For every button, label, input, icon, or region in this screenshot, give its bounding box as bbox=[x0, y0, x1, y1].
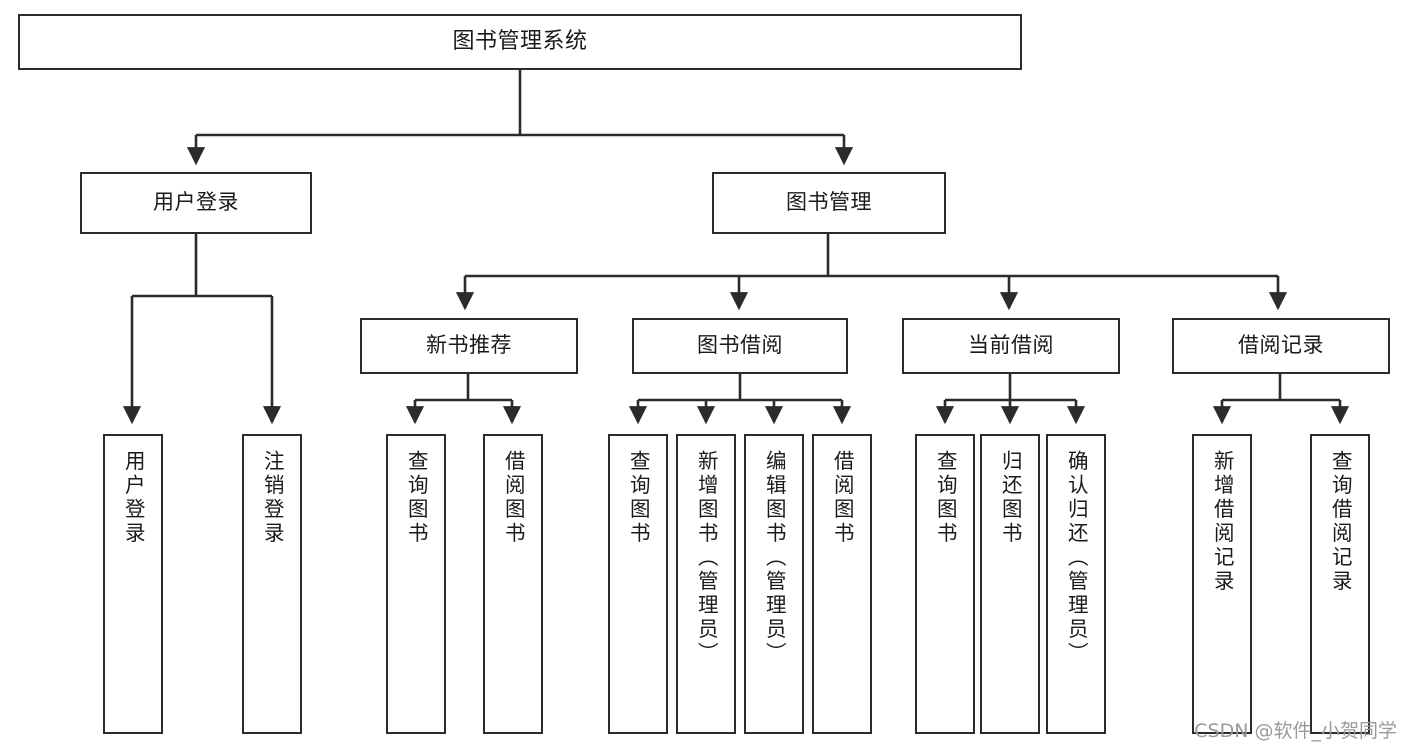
leaf-borrow-record-add-record[interactable]: 新增借阅记录 bbox=[1192, 434, 1252, 734]
node-label: 查询图书 bbox=[404, 450, 429, 546]
node-label: 借阅记录 bbox=[1238, 333, 1324, 358]
leaf-user-login-logout[interactable]: 注销登录 bbox=[242, 434, 302, 734]
node-current-borrow[interactable]: 当前借阅 bbox=[902, 318, 1120, 374]
node-label: 图书借阅 bbox=[697, 333, 783, 358]
node-label: 查询借阅记录 bbox=[1328, 450, 1353, 594]
node-root-book-management-system[interactable]: 图书管理系统 bbox=[18, 14, 1022, 70]
node-label: 确认归还（管理员） bbox=[1064, 450, 1089, 666]
node-label: 新增借阅记录 bbox=[1210, 450, 1235, 594]
node-label: 查询图书 bbox=[626, 450, 651, 546]
leaf-book-borrow-borrow-book[interactable]: 借阅图书 bbox=[812, 434, 872, 734]
node-label: 借阅图书 bbox=[830, 450, 855, 546]
node-label: 新增图书（管理员） bbox=[694, 450, 719, 666]
node-label: 图书管理系统 bbox=[452, 29, 588, 55]
leaf-book-borrow-query-book[interactable]: 查询图书 bbox=[608, 434, 668, 734]
leaf-current-borrow-confirm-return-admin[interactable]: 确认归还（管理员） bbox=[1046, 434, 1106, 734]
leaf-new-book-query-book[interactable]: 查询图书 bbox=[386, 434, 446, 734]
leaf-user-login-login[interactable]: 用户登录 bbox=[103, 434, 163, 734]
leaf-new-book-borrow-book[interactable]: 借阅图书 bbox=[483, 434, 543, 734]
leaf-current-borrow-query-book[interactable]: 查询图书 bbox=[915, 434, 975, 734]
node-book-management[interactable]: 图书管理 bbox=[712, 172, 946, 234]
node-label: 用户登录 bbox=[121, 450, 146, 546]
csdn-watermark: CSDN @软件_小贺同学 bbox=[1194, 720, 1397, 742]
leaf-borrow-record-query-record[interactable]: 查询借阅记录 bbox=[1310, 434, 1370, 734]
node-label: 借阅图书 bbox=[501, 450, 526, 546]
node-label: 注销登录 bbox=[260, 450, 285, 546]
node-label: 用户登录 bbox=[153, 190, 239, 215]
node-book-borrow[interactable]: 图书借阅 bbox=[632, 318, 848, 374]
node-label: 新书推荐 bbox=[426, 333, 512, 358]
node-label: 图书管理 bbox=[786, 190, 872, 215]
node-borrow-record[interactable]: 借阅记录 bbox=[1172, 318, 1390, 374]
node-new-book-recommend[interactable]: 新书推荐 bbox=[360, 318, 578, 374]
node-label: 当前借阅 bbox=[968, 333, 1054, 358]
leaf-book-borrow-edit-book-admin[interactable]: 编辑图书（管理员） bbox=[744, 434, 804, 734]
leaf-book-borrow-add-book-admin[interactable]: 新增图书（管理员） bbox=[676, 434, 736, 734]
node-label: 查询图书 bbox=[933, 450, 958, 546]
node-label: 归还图书 bbox=[998, 450, 1023, 546]
leaf-current-borrow-return-book[interactable]: 归还图书 bbox=[980, 434, 1040, 734]
node-label: 编辑图书（管理员） bbox=[762, 450, 787, 666]
node-user-login[interactable]: 用户登录 bbox=[80, 172, 312, 234]
